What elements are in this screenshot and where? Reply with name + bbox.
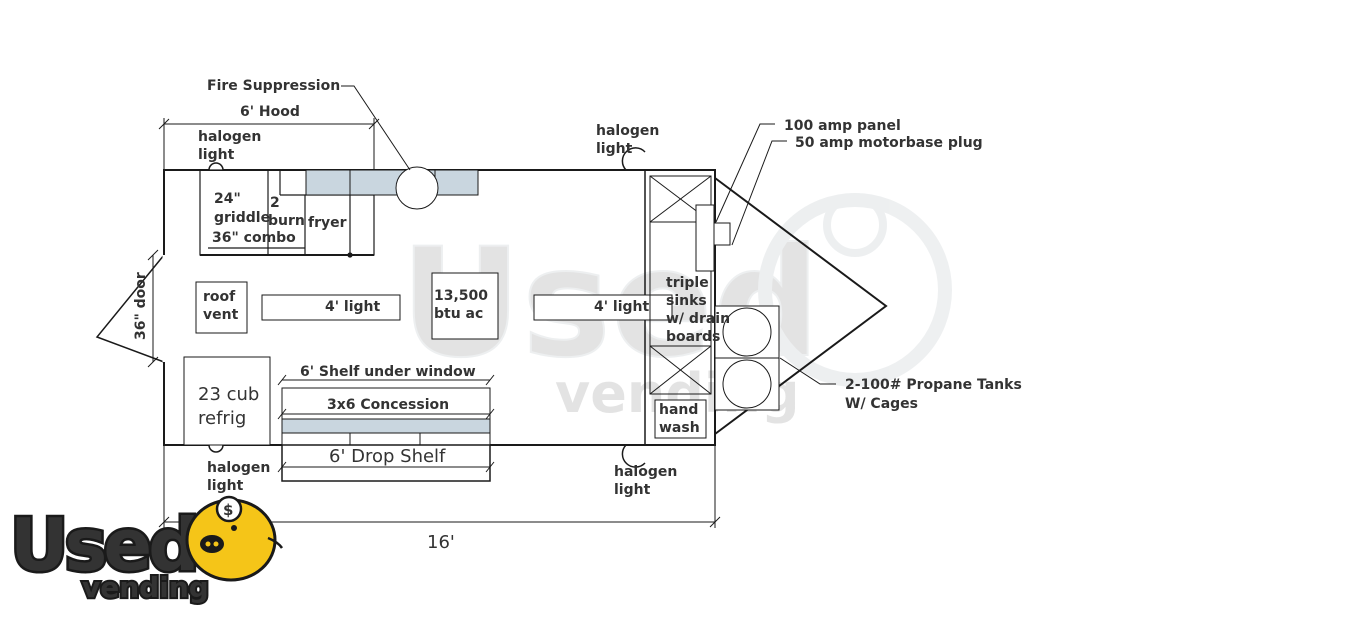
- logo-pig-icon: [185, 498, 284, 582]
- halogen-light-bottom-left-line-2: light: [207, 478, 244, 494]
- roof-vent-label-line-2: vent: [203, 307, 239, 323]
- refrig-label-line-1: 23 cub: [198, 384, 259, 405]
- amp-panel-leader: [715, 123, 775, 223]
- light-left-label: 4' light: [325, 299, 380, 315]
- propane-leader: [779, 357, 836, 385]
- logo-coin-icon: $: [215, 495, 243, 523]
- fire-suppression-label: Fire Suppression: [207, 78, 340, 94]
- halogen-light-bottom-left-line-1: halogen: [207, 460, 270, 476]
- cook-line: [199, 169, 375, 258]
- amp-panel-label: 100 amp panel: [784, 118, 901, 134]
- light-right-label: 4' light: [594, 299, 649, 315]
- griddle-label-line-1: 24": [214, 191, 241, 207]
- sink-area: [649, 175, 712, 439]
- motorbase-plug-label: 50 amp motorbase plug: [795, 135, 983, 151]
- length-label: 16': [427, 532, 455, 553]
- motorbase-leader: [731, 140, 787, 246]
- halogen-light-bottom-right-line-2: light: [614, 482, 651, 498]
- refrig-label-line-2: refrig: [198, 408, 246, 429]
- window-top: [305, 169, 479, 196]
- propane-tank-icon-2: [722, 359, 772, 409]
- door-label: 36" door: [133, 272, 149, 340]
- door-swing-icon: [95, 254, 165, 363]
- amp-panel-box: [695, 204, 715, 272]
- halogen-light-bottom-right-line-1: halogen: [614, 464, 677, 480]
- door-tick-top: [147, 249, 159, 261]
- svg-text:$: $: [223, 501, 233, 519]
- drop-shelf-label: 6' Drop Shelf: [329, 446, 446, 467]
- ac-box: [431, 272, 499, 340]
- halogen-light-icon-bottom-left: [208, 444, 224, 453]
- shelf-tick-right: [485, 374, 495, 386]
- labels: Fire Suppression 6' Hood halogen light h…: [133, 78, 1022, 553]
- halogen-light-icon-bottom-right: [621, 444, 646, 468]
- drop-shelf-box: [281, 444, 491, 482]
- door: [95, 254, 166, 363]
- window-bottom: [281, 418, 491, 434]
- halogen-light-top-right-line-2: light: [596, 141, 633, 157]
- shelf-under-window-label: 6' Shelf under window: [300, 364, 476, 380]
- drop-shelf-tick-right: [485, 461, 495, 473]
- roof-vent-label-line-1: roof: [203, 289, 236, 305]
- concession-area: [277, 374, 495, 482]
- concession-tick-right: [485, 408, 495, 420]
- concession-label: 3x6 Concession: [327, 397, 449, 413]
- hand-wash-box: [654, 399, 707, 439]
- hood-tick-left: [158, 118, 170, 130]
- hand-wash-label-line-1: hand: [659, 402, 698, 418]
- light-left-box: [261, 294, 401, 321]
- electrical: [695, 204, 731, 272]
- propane-label-line-2: W/ Cages: [845, 396, 918, 412]
- used-vending-logo: Used vending $: [8, 495, 284, 606]
- fryer-label: fryer: [308, 215, 347, 231]
- burn-label-line-2: burn: [268, 213, 305, 229]
- logo-word-vending: vending: [82, 571, 209, 604]
- refrigerator-box: [183, 356, 271, 446]
- halogen-light-icon-top-right: [621, 147, 646, 171]
- hood-label: 6' Hood: [240, 104, 300, 120]
- sinks-label-line-2: sinks: [666, 293, 707, 309]
- concession-box: [281, 387, 491, 446]
- hand-wash-label-line-2: wash: [659, 420, 700, 436]
- griddle-label-line-2: griddle: [214, 210, 270, 226]
- sink-basin-1-x2: [649, 175, 712, 223]
- fire-suppression-icon: [395, 166, 439, 210]
- ac-label-line-2: btu ac: [434, 306, 483, 322]
- length-tick-right: [709, 516, 721, 528]
- burn-label-line-1: 2: [270, 195, 280, 211]
- motorbase-plug-box: [713, 222, 731, 246]
- concession-tick-left: [277, 408, 287, 420]
- sink-basin-3-x2: [649, 345, 712, 395]
- ac-label-line-1: 13,500: [434, 288, 488, 304]
- halogen-light-top-left-line-1: halogen: [198, 129, 261, 145]
- logo-word-used: Used: [10, 503, 196, 587]
- propane-tank-icon-1: [722, 307, 772, 357]
- halogen-light-top-right-line-1: halogen: [596, 123, 659, 139]
- roof-vent-box: [195, 281, 248, 334]
- shelf-tick-left: [277, 374, 287, 386]
- propane-tanks: [714, 305, 780, 411]
- watermark-pig-icon: [758, 193, 952, 387]
- length-tick-left: [158, 516, 170, 528]
- ceiling-fixtures: [195, 272, 673, 340]
- sinks-label-line-1: triple: [666, 275, 709, 291]
- halogen-fixtures: [208, 147, 646, 468]
- service-window-top: [305, 166, 479, 210]
- leader-lines: [341, 85, 836, 385]
- griddle-label-line-3: 36" combo: [212, 230, 296, 246]
- halogen-light-icon-top-left: [208, 162, 224, 171]
- sinks-label-line-3: w/ drain: [666, 311, 730, 327]
- watermark-coin-icon: [823, 193, 887, 257]
- sink-basin-3: [649, 345, 712, 395]
- light-right-box: [533, 294, 673, 321]
- halogen-light-top-left-line-2: light: [198, 147, 235, 163]
- drop-shelf-tick-left: [277, 461, 287, 473]
- fire-suppression-leader: [341, 85, 411, 171]
- cook-line-node: [347, 252, 353, 258]
- sinks-label-line-4: boards: [666, 329, 720, 345]
- propane-label-line-1: 2-100# Propane Tanks: [845, 377, 1022, 393]
